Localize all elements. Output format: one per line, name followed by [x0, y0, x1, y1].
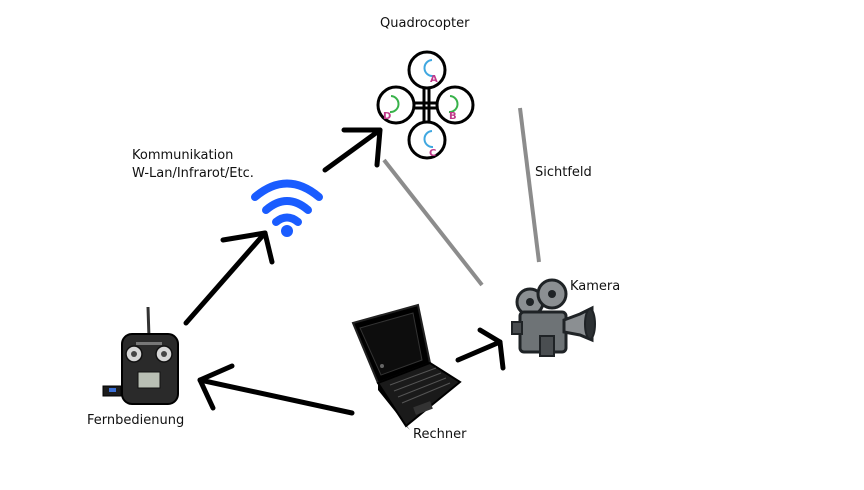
laptop-icon — [351, 303, 462, 430]
label-kommunikation-line1: Kommunikation — [132, 148, 234, 163]
rotor-label-b: B — [449, 111, 457, 122]
arrow-wifi-to-quadrocopter — [322, 127, 383, 173]
arrowhead-laptop-to-remote — [197, 363, 235, 411]
sightline-camera-quadrocopter — [518, 107, 541, 263]
arrowhead-wifi-to-quadrocopter — [341, 127, 383, 168]
label-sichtfeld: Sichtfeld — [535, 165, 592, 180]
camera-icon — [511, 278, 596, 357]
arrow-laptop-to-remote — [197, 377, 355, 416]
rotor-label-d: D — [383, 111, 391, 122]
arrow-laptop-to-camera — [455, 339, 503, 363]
label-rechner: Rechner — [413, 427, 467, 442]
label-kommunikation-line2: W-Lan/Infrarot/Etc. — [132, 166, 254, 181]
wifi-icon — [251, 179, 323, 237]
arrowhead-laptop-to-camera — [477, 327, 506, 371]
rotor-label-c: C — [429, 148, 436, 159]
quadrocopter-icon: A B C D — [376, 50, 475, 160]
label-quadrocopter: Quadrocopter — [380, 16, 470, 31]
arrows — [183, 127, 506, 416]
arrow-remote-to-wifi — [183, 230, 268, 326]
remote-control-icon — [102, 306, 179, 405]
arrowhead-remote-to-wifi — [220, 230, 275, 265]
label-kommunikation: Kommunikation W-Lan/Infrarot/Etc. — [132, 147, 254, 183]
label-fernbedienung: Fernbedienung — [87, 413, 185, 428]
sightline-laptop-quadrocopter — [382, 158, 484, 287]
rotor-label-a: A — [430, 74, 438, 85]
label-kamera: Kamera — [570, 279, 621, 294]
